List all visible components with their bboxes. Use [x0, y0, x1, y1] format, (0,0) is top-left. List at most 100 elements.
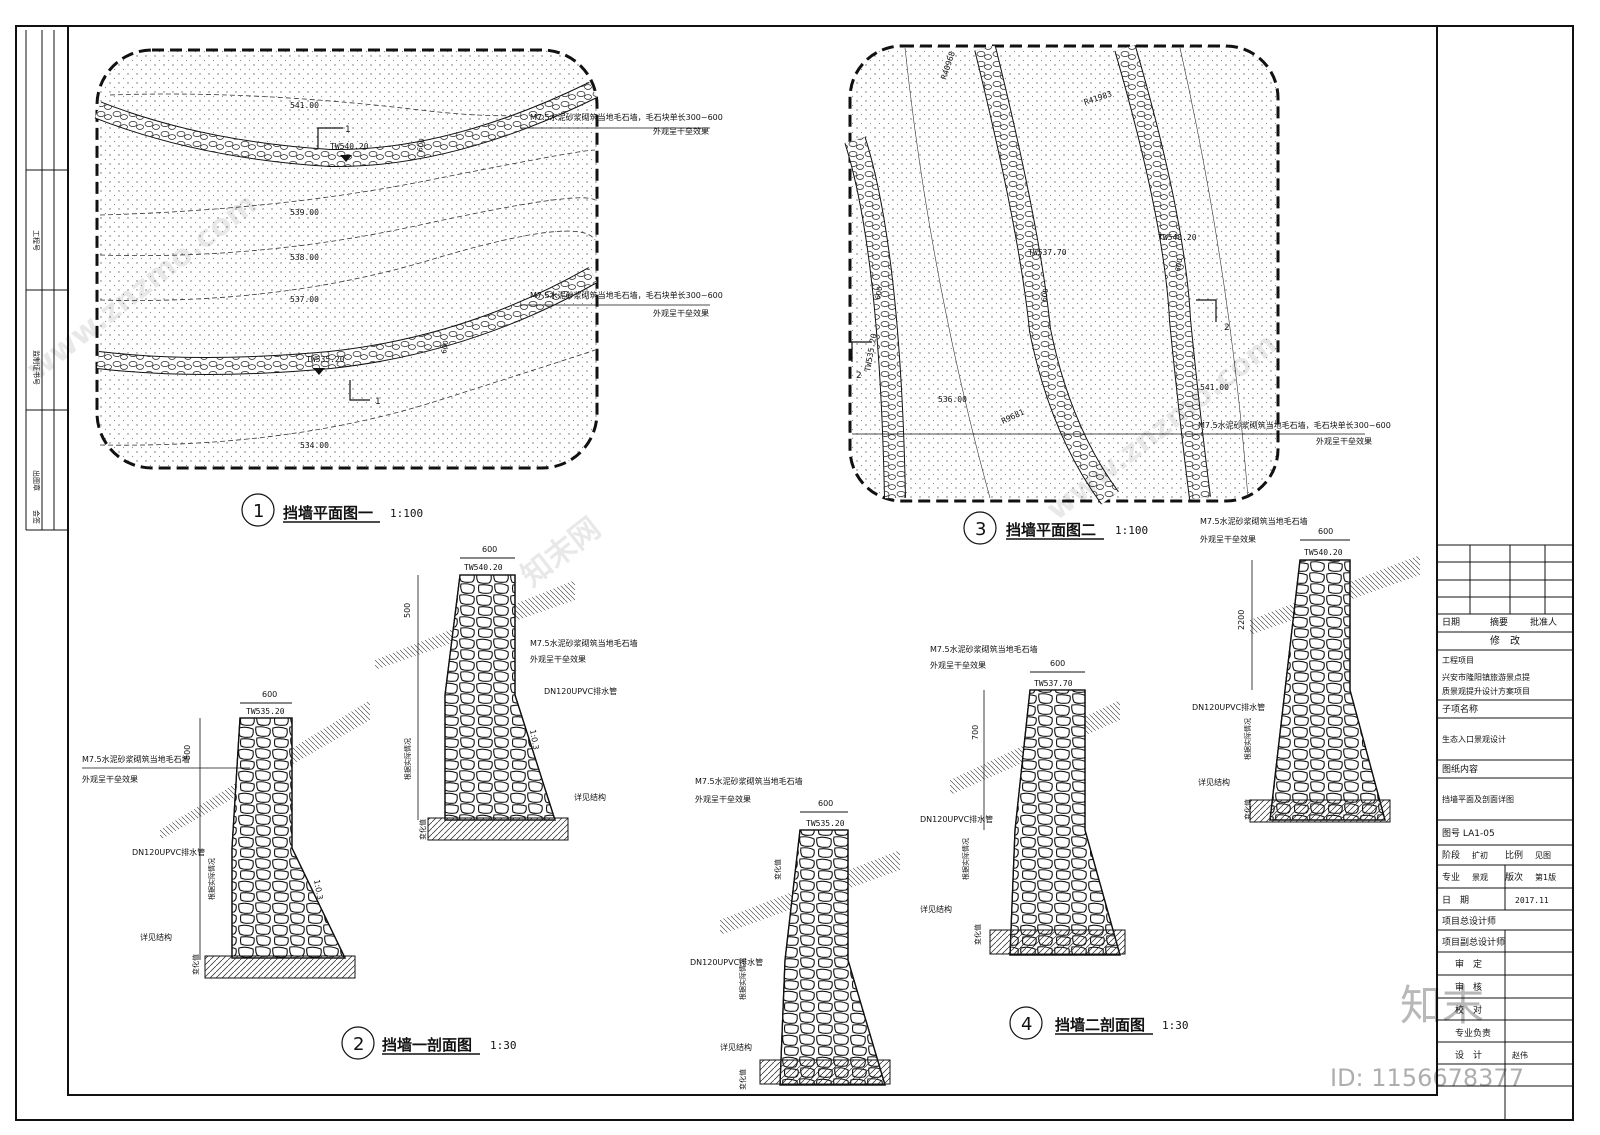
title-block-text: 日期 摘要 批准人 修 改 工程项目 兴安市隆阳镇旅游景点提 质景观提升设计方案… [1442, 616, 1557, 1061]
sec2-wallD-note1: M7.5水泥砂浆砌筑当地毛石墙 [930, 644, 1038, 654]
tb-role-4: 审 核 [1455, 981, 1482, 993]
plan1-number: 1 [253, 501, 264, 522]
plan1-section-mark-b: 1 [375, 397, 381, 407]
sec1-wallB-slope: 1:0.3 [528, 729, 540, 751]
sec1-wallB-note1: M7.5水泥砂浆砌筑当地毛石墙 [530, 638, 638, 648]
section-1: 600 TW535.20 500 1:0.3 M7.5水泥砂浆砌筑当地毛石墙 外… [82, 545, 638, 1060]
tb-role-6: 专业负责 [1455, 1027, 1491, 1039]
tb-drawing-no: 图号 LA1-05 [1442, 828, 1495, 839]
sec2-wallE-width: 600 [1318, 527, 1333, 536]
tb-project-name1: 兴安市隆阳镇旅游景点提 [1442, 672, 1530, 682]
sec2-wallD-width: 600 [1050, 659, 1065, 668]
plan-2: R40968 R41983 R9681 TW535.20 TW537.70 TW… [844, 44, 1391, 545]
tb-revise: 修 改 [1490, 634, 1520, 647]
sec1-wallA-pipe: DN120UPVC排水管 [132, 847, 205, 857]
sec1-number: 2 [353, 1034, 364, 1055]
sec1-wallB-pipe: DN120UPVC排水管 [544, 686, 617, 696]
strip-group-4: 会签 [32, 510, 41, 524]
sec2-wallD-note2: 外观呈干垒效果 [930, 660, 986, 670]
tb-rev-summary: 摘要 [1490, 616, 1508, 628]
sec1-wallB-note2: 外观呈干垒效果 [530, 654, 586, 664]
plan2-wall-width-2: 600 [1040, 288, 1050, 303]
plan1-contour-3: 538.00 [290, 253, 319, 262]
sec2-wallE-pipe: DN120UPVC排水管 [1192, 702, 1265, 712]
title-block [1437, 544, 1573, 1120]
sec2-number: 4 [1021, 1014, 1032, 1035]
tb-designer: 赵伟 [1512, 1050, 1528, 1060]
sec2-wallE-structure: 详见结构 [1198, 777, 1230, 787]
tb-date: 2017.11 [1515, 896, 1549, 905]
plan2-number: 3 [975, 519, 986, 540]
sec2-wallD-actual: 根据实际情况 [961, 838, 970, 880]
plan2-contour-2: 541.00 [1200, 383, 1229, 392]
plan1-contour-1: 541.00 [290, 101, 319, 110]
plan1-wall-width-1: 600 [416, 138, 426, 153]
sec2-wallE-height: 2200 [1237, 610, 1246, 630]
plan2-note-2: 外观呈干垒效果 [1316, 436, 1372, 446]
sec2-wallC-note1: M7.5水泥砂浆砌筑当地毛石墙 [695, 776, 803, 786]
sec2-wallE-note2: 外观呈干垒效果 [1200, 534, 1256, 544]
plan1-title: 挡墙平面图一 [283, 504, 373, 522]
sec2-scale: 1:30 [1162, 1019, 1189, 1032]
sec2-wallE-top: TW540.20 [1304, 548, 1343, 557]
sec2-wallD-structure: 详见结构 [920, 904, 952, 914]
tb-project-name2: 质景观提升设计方案项目 [1442, 686, 1530, 696]
sec2-wallD-pipe: DN120UPVC排水管 [920, 814, 993, 824]
tb-discipline-label: 专业 [1442, 871, 1460, 883]
plan2-wall-top-3: TW540.20 [1158, 233, 1197, 242]
sec2-wallD-top: TW537.70 [1034, 679, 1073, 688]
sec2-wallE-actual: 根据实际情况 [1243, 718, 1252, 760]
plan1-contour-4: 537.00 [290, 295, 319, 304]
strip-group-2: 监制证书号 [32, 350, 41, 385]
sec1-title: 挡墙一剖面图 [382, 1036, 472, 1054]
brand-logo: 知末 [1400, 981, 1485, 1030]
tb-sub-name: 生态入口景观设计 [1442, 734, 1506, 744]
tb-drawing-name: 挡墙平面及剖面详图 [1442, 794, 1514, 804]
tb-role-2: 项目副总设计师 [1442, 936, 1505, 948]
plan1-contour-2: 539.00 [290, 208, 319, 217]
plan1-wall-top-1: TW540.20 [330, 142, 369, 151]
sec2-wallE-variable: 变化值 [1243, 799, 1252, 820]
sec2-title: 挡墙二剖面图 [1055, 1016, 1145, 1034]
sec1-wallA-note2: 外观呈干垒效果 [82, 774, 138, 784]
sec2-wallD-height: 700 [971, 725, 980, 740]
tb-role-1: 项目总设计师 [1442, 915, 1496, 927]
tb-project-label: 工程项目 [1442, 656, 1474, 665]
plan1-contour-5: 534.00 [300, 441, 329, 450]
sec1-wallA-slope: 1:0.3 [312, 879, 324, 901]
sec1-wallA-actual: 根据实际情况 [207, 858, 216, 900]
plan2-section-mark-a: 2 [856, 371, 862, 381]
plan1-note-1b: 外观呈干垒效果 [653, 126, 709, 136]
sec2-wallC-actual: 根据实际情况 [738, 958, 747, 1000]
tb-discipline: 景观 [1472, 873, 1488, 882]
sec1-wallA-note1: M7.5水泥砂浆砌筑当地毛石墙 [82, 754, 190, 764]
drawing-border [67, 25, 1438, 1096]
sec1-wallB-structure: 详见结构 [574, 792, 606, 802]
sec1-wallA-variable: 变化值 [191, 954, 200, 975]
plan2-wall-width-1: 600 [874, 286, 884, 301]
plan2-wall-width-3: 600 [1174, 258, 1184, 273]
sec1-scale: 1:30 [490, 1039, 517, 1052]
sec1-wallB-variable: 变化值 [418, 819, 427, 840]
sec2-wallC-top: TW535.20 [806, 819, 845, 828]
sec2-wallC-pipe: DN120UPVC排水管 [690, 957, 763, 967]
side-strip: 工程号 监制证书号 出图章 会签 [25, 30, 68, 531]
sec2-wallC-note2: 外观呈干垒效果 [695, 794, 751, 804]
plan1-section-mark-a: 1 [345, 125, 351, 135]
plan1-scale: 1:100 [390, 507, 423, 520]
tb-version: 第1版 [1535, 872, 1556, 882]
plan1-note-2a: M7.5水泥砂浆砌筑当地毛石墙，毛石块单长300~600 [530, 290, 723, 300]
plan2-section-mark-b: 2 [1224, 323, 1230, 333]
section-2: 600 TW535.20 变化值 M7.5水泥砂浆砌筑当地毛石墙 外观呈干垒效果… [690, 516, 1420, 1090]
sec2-wallE-note1: M7.5水泥砂浆砌筑当地毛石墙 [1200, 516, 1308, 526]
plan2-scale: 1:100 [1115, 524, 1148, 537]
tb-stage-label: 阶段 [1442, 849, 1460, 861]
sec2-wallC-structure: 详见结构 [720, 1042, 752, 1052]
sec2-wallC-variable: 变化值 [738, 1069, 747, 1090]
sec1-wallB-actual: 根据实际情况 [403, 738, 412, 780]
strip-group-1: 工程号 [32, 230, 41, 251]
plan1-note-1a: M7.5水泥砂浆砌筑当地毛石墙，毛石块单长300~600 [530, 112, 723, 122]
sec1-wallA-width: 600 [262, 690, 277, 699]
plan2-wall-top-2: TW537.70 [1028, 248, 1067, 257]
